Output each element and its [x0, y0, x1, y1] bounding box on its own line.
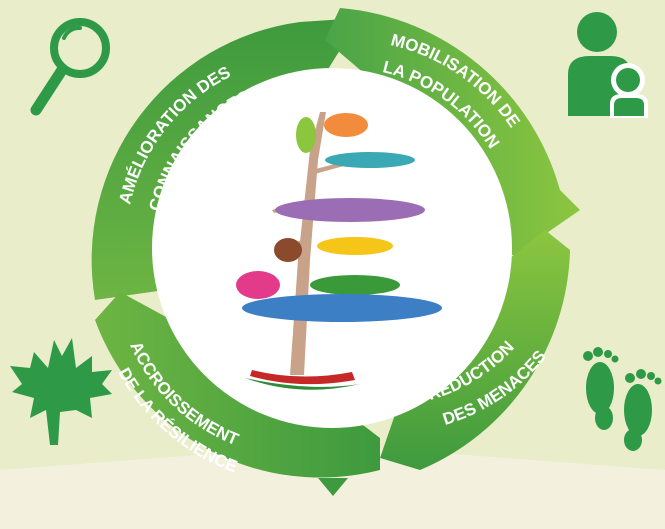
maple-leaf-icon — [10, 338, 112, 445]
parent-child-icon — [568, 12, 648, 118]
magnifier-icon — [30, 18, 110, 116]
arrow-population — [325, 8, 580, 255]
biodiversity-tree-icon — [236, 112, 442, 390]
down-arrow-tip — [318, 478, 348, 496]
footprints-icon — [583, 347, 662, 451]
